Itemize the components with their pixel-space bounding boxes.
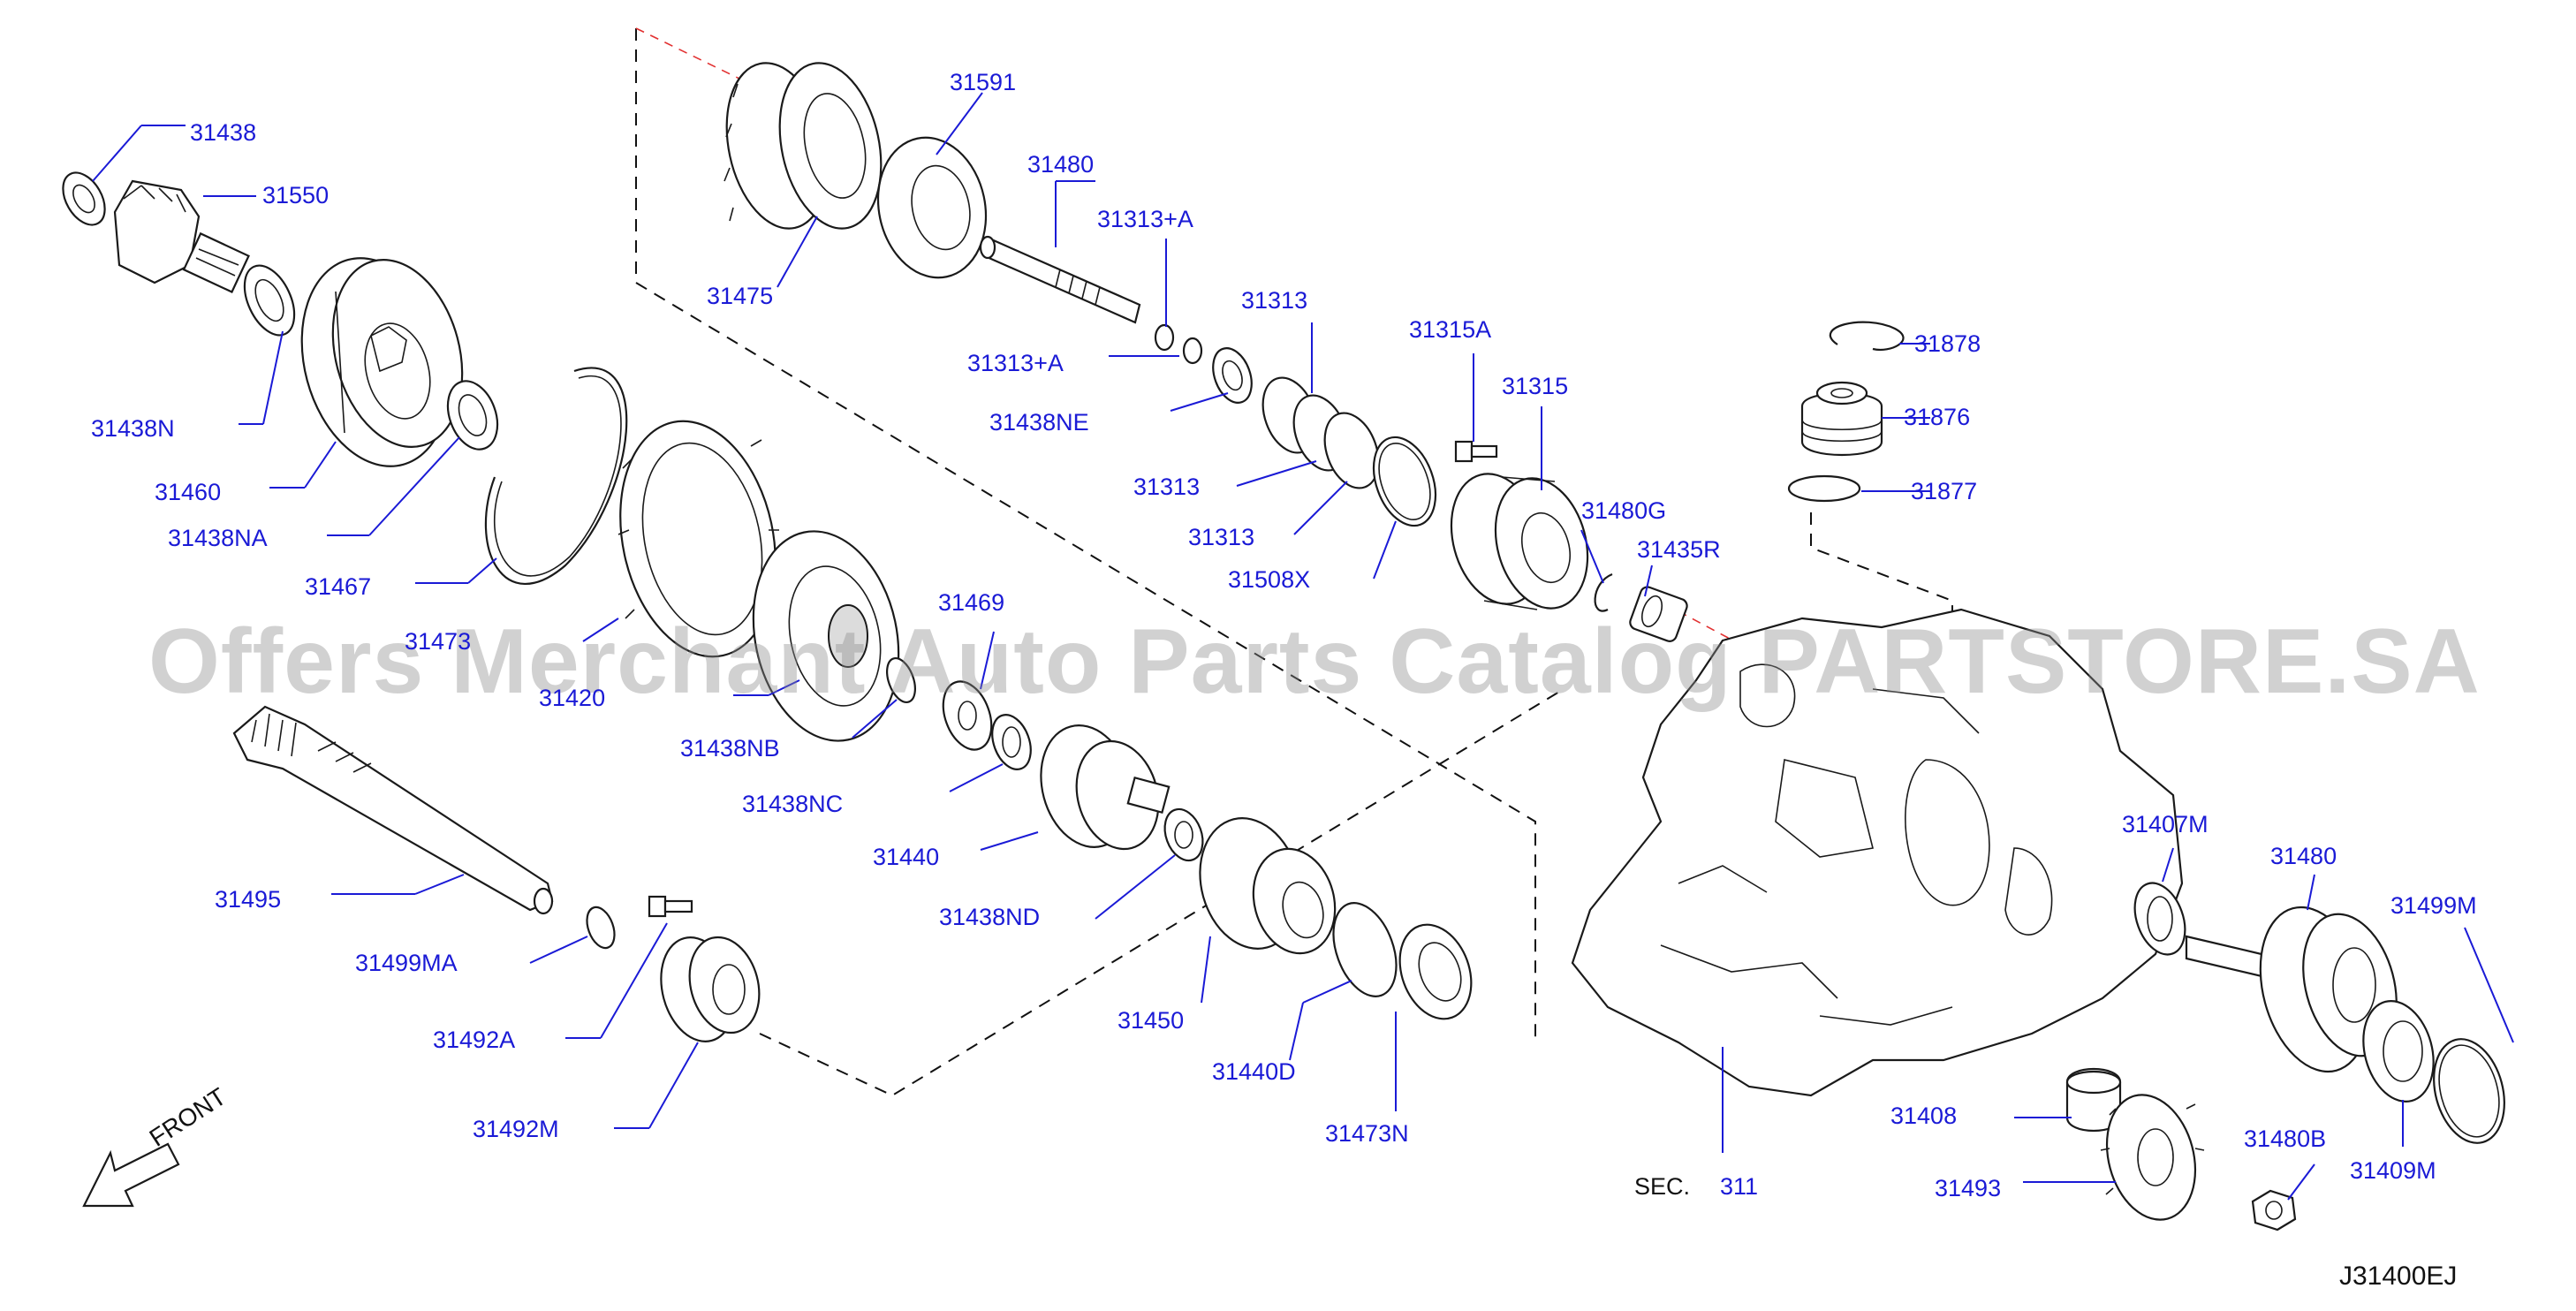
part-label-31438na[interactable]: 31438NA bbox=[168, 525, 268, 551]
gear-31450-icon[interactable] bbox=[1186, 807, 1346, 962]
clutch-drum-31460-icon[interactable] bbox=[280, 241, 482, 482]
part-label-31438[interactable]: 31438 bbox=[190, 119, 257, 146]
part-label-31473[interactable]: 31473 bbox=[405, 628, 472, 655]
assembly-outline-dashed bbox=[759, 688, 1565, 1097]
shim-31440d-icon[interactable] bbox=[1322, 894, 1408, 1004]
part-label-31493[interactable]: 31493 bbox=[1935, 1175, 2002, 1201]
gear-31475-icon[interactable] bbox=[712, 54, 895, 239]
needle-bearing-31435r-icon[interactable] bbox=[1628, 585, 1689, 643]
bushing-31408-icon[interactable] bbox=[2065, 1067, 2122, 1133]
nut-31480b-icon[interactable] bbox=[2251, 1189, 2297, 1231]
part-label-31408[interactable]: 31408 bbox=[1890, 1103, 1958, 1129]
part-label-31877[interactable]: 31877 bbox=[1911, 478, 1978, 504]
bearing-31438n-icon[interactable] bbox=[234, 258, 304, 343]
flange-31492m-icon[interactable] bbox=[650, 929, 769, 1050]
seal-31313-icon[interactable] bbox=[1315, 405, 1389, 496]
part-label-31407m[interactable]: 31407M bbox=[2122, 811, 2209, 837]
part-label-31878[interactable]: 31878 bbox=[1914, 330, 1981, 357]
section-ref-prefix: SEC. bbox=[1634, 1173, 1691, 1200]
bearing-31438ne-icon[interactable] bbox=[1206, 343, 1258, 408]
snap-ring-31499m-icon[interactable] bbox=[2423, 1031, 2515, 1151]
part-label-31440d[interactable]: 31440D bbox=[1212, 1058, 1296, 1085]
part-label-31480-lower[interactable]: 31480 bbox=[2270, 843, 2337, 869]
o-ring-31313a-icon[interactable] bbox=[1154, 323, 1175, 352]
gear-31420-icon[interactable] bbox=[735, 518, 917, 754]
part-label-31492a[interactable]: 31492A bbox=[433, 1027, 516, 1053]
part-label-31313a-lower[interactable]: 31313+A bbox=[967, 350, 1064, 376]
section-ref-number[interactable]: 311 bbox=[1720, 1173, 1759, 1200]
part-label-31495[interactable]: 31495 bbox=[215, 886, 282, 913]
final-drive-gear-31480-icon[interactable] bbox=[2185, 895, 2412, 1084]
washer-31438-icon[interactable] bbox=[55, 165, 114, 231]
part-label-31450[interactable]: 31450 bbox=[1118, 1007, 1185, 1034]
assembly-outline-dashed bbox=[635, 28, 1536, 1041]
gear-31550-icon[interactable] bbox=[113, 179, 250, 293]
bearing-31438nd-icon[interactable] bbox=[1158, 804, 1209, 866]
part-label-31480b[interactable]: 31480B bbox=[2244, 1125, 2327, 1152]
o-ring-31313a-icon[interactable] bbox=[1182, 337, 1203, 365]
part-label-31409m[interactable]: 31409M bbox=[2350, 1157, 2436, 1184]
part-label-31591[interactable]: 31591 bbox=[950, 69, 1017, 95]
circlip-31508x-icon[interactable] bbox=[1362, 428, 1447, 534]
gear-31493-icon[interactable] bbox=[2094, 1085, 2209, 1230]
part-label-31435r[interactable]: 31435R bbox=[1637, 536, 1721, 563]
part-label-31480g[interactable]: 31480G bbox=[1581, 497, 1667, 524]
part-label-31876[interactable]: 31876 bbox=[1904, 404, 1971, 430]
leader-lines bbox=[92, 92, 2514, 1201]
bolt-31492a-icon[interactable] bbox=[648, 895, 693, 918]
oil-pump-housing-31315-icon[interactable] bbox=[1437, 464, 1601, 619]
bolt-31315a-icon[interactable] bbox=[1454, 440, 1498, 463]
part-label-31313-bottom[interactable]: 31313 bbox=[1188, 524, 1255, 550]
part-label-31550[interactable]: 31550 bbox=[262, 182, 330, 208]
part-label-31313-top[interactable]: 31313 bbox=[1241, 287, 1308, 314]
diagram-code: J31400EJ bbox=[2339, 1262, 2458, 1291]
part-label-31315[interactable]: 31315 bbox=[1502, 373, 1569, 399]
gear-31591-icon[interactable] bbox=[866, 127, 999, 287]
transmission-case-311-icon[interactable] bbox=[1571, 608, 2184, 1097]
bearing-31409m-icon[interactable] bbox=[2352, 993, 2443, 1110]
part-label-31475[interactable]: 31475 bbox=[707, 283, 774, 309]
part-label-31499m[interactable]: 31499M bbox=[2390, 892, 2477, 919]
bearing-31438nc-icon[interactable] bbox=[985, 709, 1037, 775]
front-arrow-icon bbox=[82, 1142, 180, 1208]
part-label-31473n[interactable]: 31473N bbox=[1325, 1120, 1409, 1147]
part-label-31508x[interactable]: 31508X bbox=[1228, 566, 1311, 593]
snap-ring-31480g-icon[interactable] bbox=[1594, 572, 1613, 612]
part-label-31313-mid[interactable]: 31313 bbox=[1133, 474, 1201, 500]
part-label-31315a[interactable]: 31315A bbox=[1409, 316, 1492, 343]
clip-31878-icon[interactable] bbox=[1829, 321, 1905, 352]
part-label-31438n[interactable]: 31438N bbox=[91, 415, 175, 442]
bearing-31473n-icon[interactable] bbox=[1387, 914, 1483, 1028]
part-label-31440[interactable]: 31440 bbox=[873, 844, 940, 870]
washer-31438nb-icon[interactable] bbox=[882, 655, 921, 706]
part-label-31313a-upper[interactable]: 31313+A bbox=[1097, 206, 1193, 232]
washer-31499ma-icon[interactable] bbox=[582, 904, 620, 952]
part-label-31499ma[interactable]: 31499MA bbox=[355, 950, 458, 976]
snap-ring-31467-icon[interactable] bbox=[484, 367, 628, 586]
oil-seal-31407m-icon[interactable] bbox=[2125, 876, 2194, 962]
bearing-31438na-icon[interactable] bbox=[439, 375, 506, 457]
clutch-plate-31473-icon[interactable] bbox=[600, 406, 796, 671]
breather-31876-icon[interactable] bbox=[1800, 381, 1883, 457]
part-label-31438nd[interactable]: 31438ND bbox=[939, 904, 1041, 930]
part-label-31467[interactable]: 31467 bbox=[305, 573, 372, 600]
pinion-gear-31469-icon[interactable] bbox=[935, 675, 1000, 756]
cover-outline-dashed bbox=[1810, 512, 1953, 645]
part-label-31469[interactable]: 31469 bbox=[938, 589, 1005, 616]
part-label-31480-upper[interactable]: 31480 bbox=[1027, 151, 1095, 178]
part-label-31438ne[interactable]: 31438NE bbox=[989, 409, 1089, 436]
output-shaft-31495-icon[interactable] bbox=[232, 705, 554, 915]
part-label-31492m[interactable]: 31492M bbox=[473, 1116, 559, 1142]
gear-31440-icon[interactable] bbox=[1028, 715, 1171, 858]
shaft-31480-icon[interactable] bbox=[979, 235, 1141, 324]
o-ring-31877-icon[interactable] bbox=[1787, 474, 1861, 503]
part-label-31438nc[interactable]: 31438NC bbox=[742, 791, 844, 817]
part-label-31420[interactable]: 31420 bbox=[539, 685, 606, 711]
part-label-31460[interactable]: 31460 bbox=[155, 479, 222, 505]
part-label-31438nb[interactable]: 31438NB bbox=[680, 735, 780, 762]
